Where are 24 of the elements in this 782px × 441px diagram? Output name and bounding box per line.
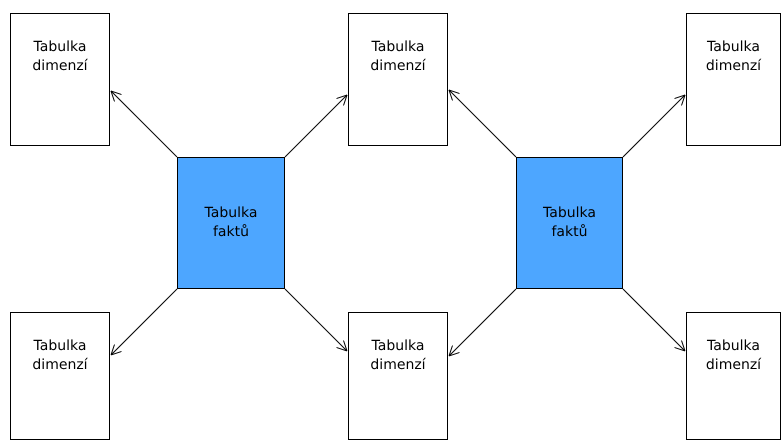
arrow xyxy=(110,90,178,158)
dimension-table-box xyxy=(686,13,781,146)
arrow xyxy=(448,90,516,158)
arrow xyxy=(622,94,686,158)
table-label: Tabulka dimenzí xyxy=(704,337,762,375)
dimension-table-box xyxy=(348,13,448,146)
fact-table-box xyxy=(516,157,623,289)
table-label: Tabulka dimenzí xyxy=(704,38,762,76)
table-label: Tabulka dimenzí xyxy=(31,38,89,76)
arrow xyxy=(622,288,686,352)
dimension-table-box xyxy=(348,312,448,440)
arrow xyxy=(284,288,348,352)
table-label: Tabulka dimenzí xyxy=(31,337,89,375)
arrow xyxy=(448,288,516,356)
arrow xyxy=(110,288,178,356)
table-label: Tabulka faktů xyxy=(204,204,258,242)
table-label: Tabulka faktů xyxy=(542,204,597,242)
dimension-table-box xyxy=(10,312,110,440)
table-label: Tabulka dimenzí xyxy=(369,38,427,76)
dimension-table-box xyxy=(686,312,781,440)
fact-table-box xyxy=(177,157,285,289)
arrow xyxy=(284,94,348,158)
dimension-table-box xyxy=(10,13,110,146)
table-label: Tabulka dimenzí xyxy=(369,337,427,375)
